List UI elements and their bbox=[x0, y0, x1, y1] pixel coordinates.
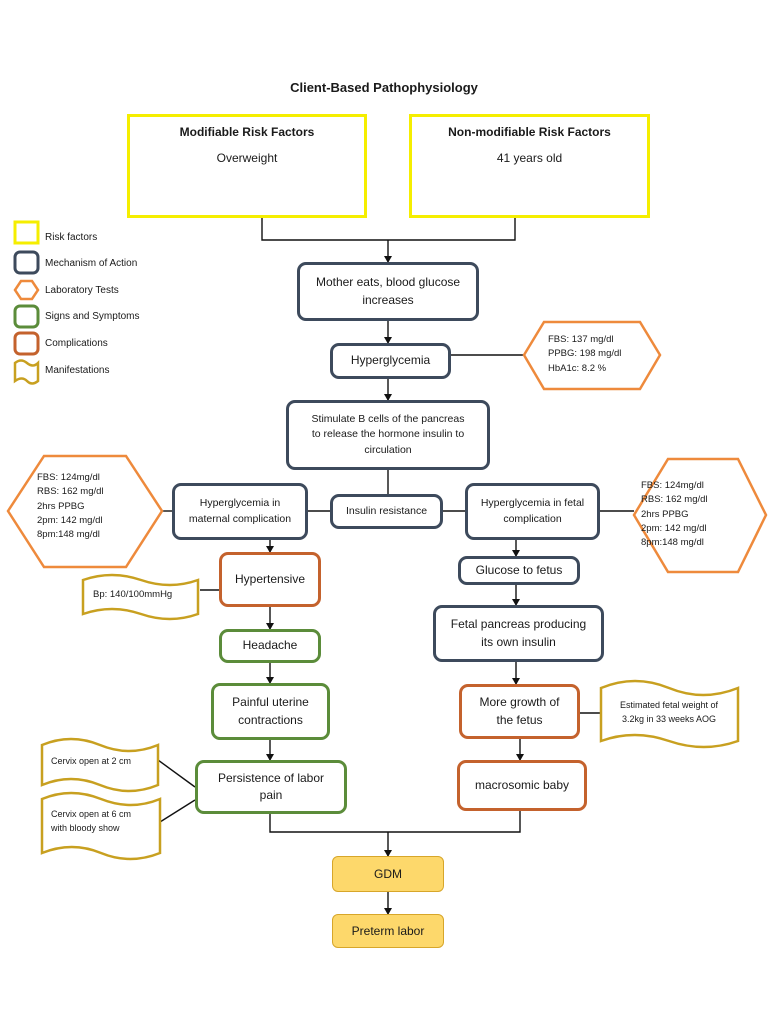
node-more-growth: More growth of the fetus bbox=[459, 684, 580, 739]
page-title: Client-Based Pathophysiology bbox=[290, 80, 478, 95]
non-modifiable-risk-value: 41 years old bbox=[496, 151, 563, 165]
node-stimulate-b-cells: Stimulate B cells of the pancreas to rel… bbox=[286, 400, 490, 470]
lab-hexagon-right bbox=[632, 457, 768, 574]
node-macrosomic-baby: macrosomic baby bbox=[457, 760, 587, 811]
line-cervix6-to-labor bbox=[159, 799, 196, 823]
node-preterm-labor: Preterm labor bbox=[332, 914, 444, 948]
lab-hexagon-left bbox=[6, 454, 164, 569]
connectors bbox=[157, 218, 634, 915]
banner-cervix-2 bbox=[40, 737, 160, 793]
lab-hexagon-top bbox=[522, 320, 662, 391]
banner-cervix-6 bbox=[40, 791, 162, 861]
node-mother-eats: Mother eats, blood glucose increases bbox=[297, 262, 479, 321]
modifiable-risk-box: Modifiable Risk Factors Overweight bbox=[127, 114, 367, 218]
lab-left-text: FBS: 124mg/dl RBS: 162 mg/dl 2hrs PPBG 2… bbox=[37, 472, 104, 540]
node-glucose-to-fetus: Glucose to fetus bbox=[458, 556, 580, 585]
legend-label-complications: Complications bbox=[45, 338, 108, 349]
legend-signs-square bbox=[13, 304, 40, 329]
legend-complication-square bbox=[13, 331, 40, 356]
legend-label-signs: Signs and Symptoms bbox=[45, 311, 140, 322]
banner-fetal-weight bbox=[599, 679, 740, 749]
node-fetal-pancreas: Fetal pancreas producing its own insulin bbox=[433, 605, 604, 662]
legend-shapes bbox=[13, 220, 40, 385]
node-headache: Headache bbox=[219, 629, 321, 663]
node-persistence-labor-pain: Persistence of labor pain bbox=[195, 760, 347, 814]
node-hypertensive: Hypertensive bbox=[219, 552, 321, 607]
legend-label-risk: Risk factors bbox=[45, 232, 98, 243]
line-cervix2-to-labor bbox=[157, 759, 196, 788]
legend-label-mechanism: Mechanism of Action bbox=[45, 258, 138, 269]
legend-mechanism-square bbox=[13, 250, 40, 275]
lab-top-text: FBS: 137 mg/dl PPBG: 198 mg/dl HbA1c: 8.… bbox=[548, 334, 622, 374]
manifestation-bp-text: Bp: 140/100mmHg bbox=[93, 589, 173, 600]
modifiable-risk-value: Overweight bbox=[216, 151, 278, 165]
legend-manifestation-banner bbox=[13, 359, 40, 385]
manifestation-cervix-2-text: Cervix open at 2 cm bbox=[51, 756, 132, 766]
risk-bracket bbox=[261, 218, 516, 241]
non-modifiable-risk-box: Non-modifiable Risk Factors 41 years old bbox=[409, 114, 650, 218]
node-painful-uterine-contractions: Painful uterine contractions bbox=[211, 683, 330, 740]
banner-bp bbox=[81, 573, 200, 621]
legend-label-manifestations: Manifestations bbox=[45, 365, 110, 376]
node-maternal-complication: Hyperglycemia in maternal complication bbox=[172, 483, 308, 540]
legend-label-lab: Laboratory Tests bbox=[45, 285, 119, 296]
manifestation-cervix-6-text: Cervix open at 6 cm with bloody show bbox=[51, 809, 132, 833]
legend-risk-square bbox=[13, 220, 40, 245]
non-modifiable-risk-heading: Non-modifiable Risk Factors bbox=[448, 125, 611, 139]
node-hyperglycemia: Hyperglycemia bbox=[330, 343, 451, 379]
node-insulin-resistance: Insulin resistance bbox=[330, 494, 443, 529]
node-gdm: GDM bbox=[332, 856, 444, 892]
manifestation-fetal-weight-text: Estimated fetal weight of 3.2kg in 33 we… bbox=[619, 700, 719, 724]
lab-right-text: FBS: 124mg/dl RBS: 162 mg/dl 2hrs PPBG 2… bbox=[641, 480, 708, 548]
legend-lab-hexagon bbox=[13, 279, 40, 301]
gdm-bracket bbox=[269, 811, 521, 833]
node-fetal-complication: Hyperglycemia in fetal complication bbox=[465, 483, 600, 540]
modifiable-risk-heading: Modifiable Risk Factors bbox=[179, 125, 315, 139]
